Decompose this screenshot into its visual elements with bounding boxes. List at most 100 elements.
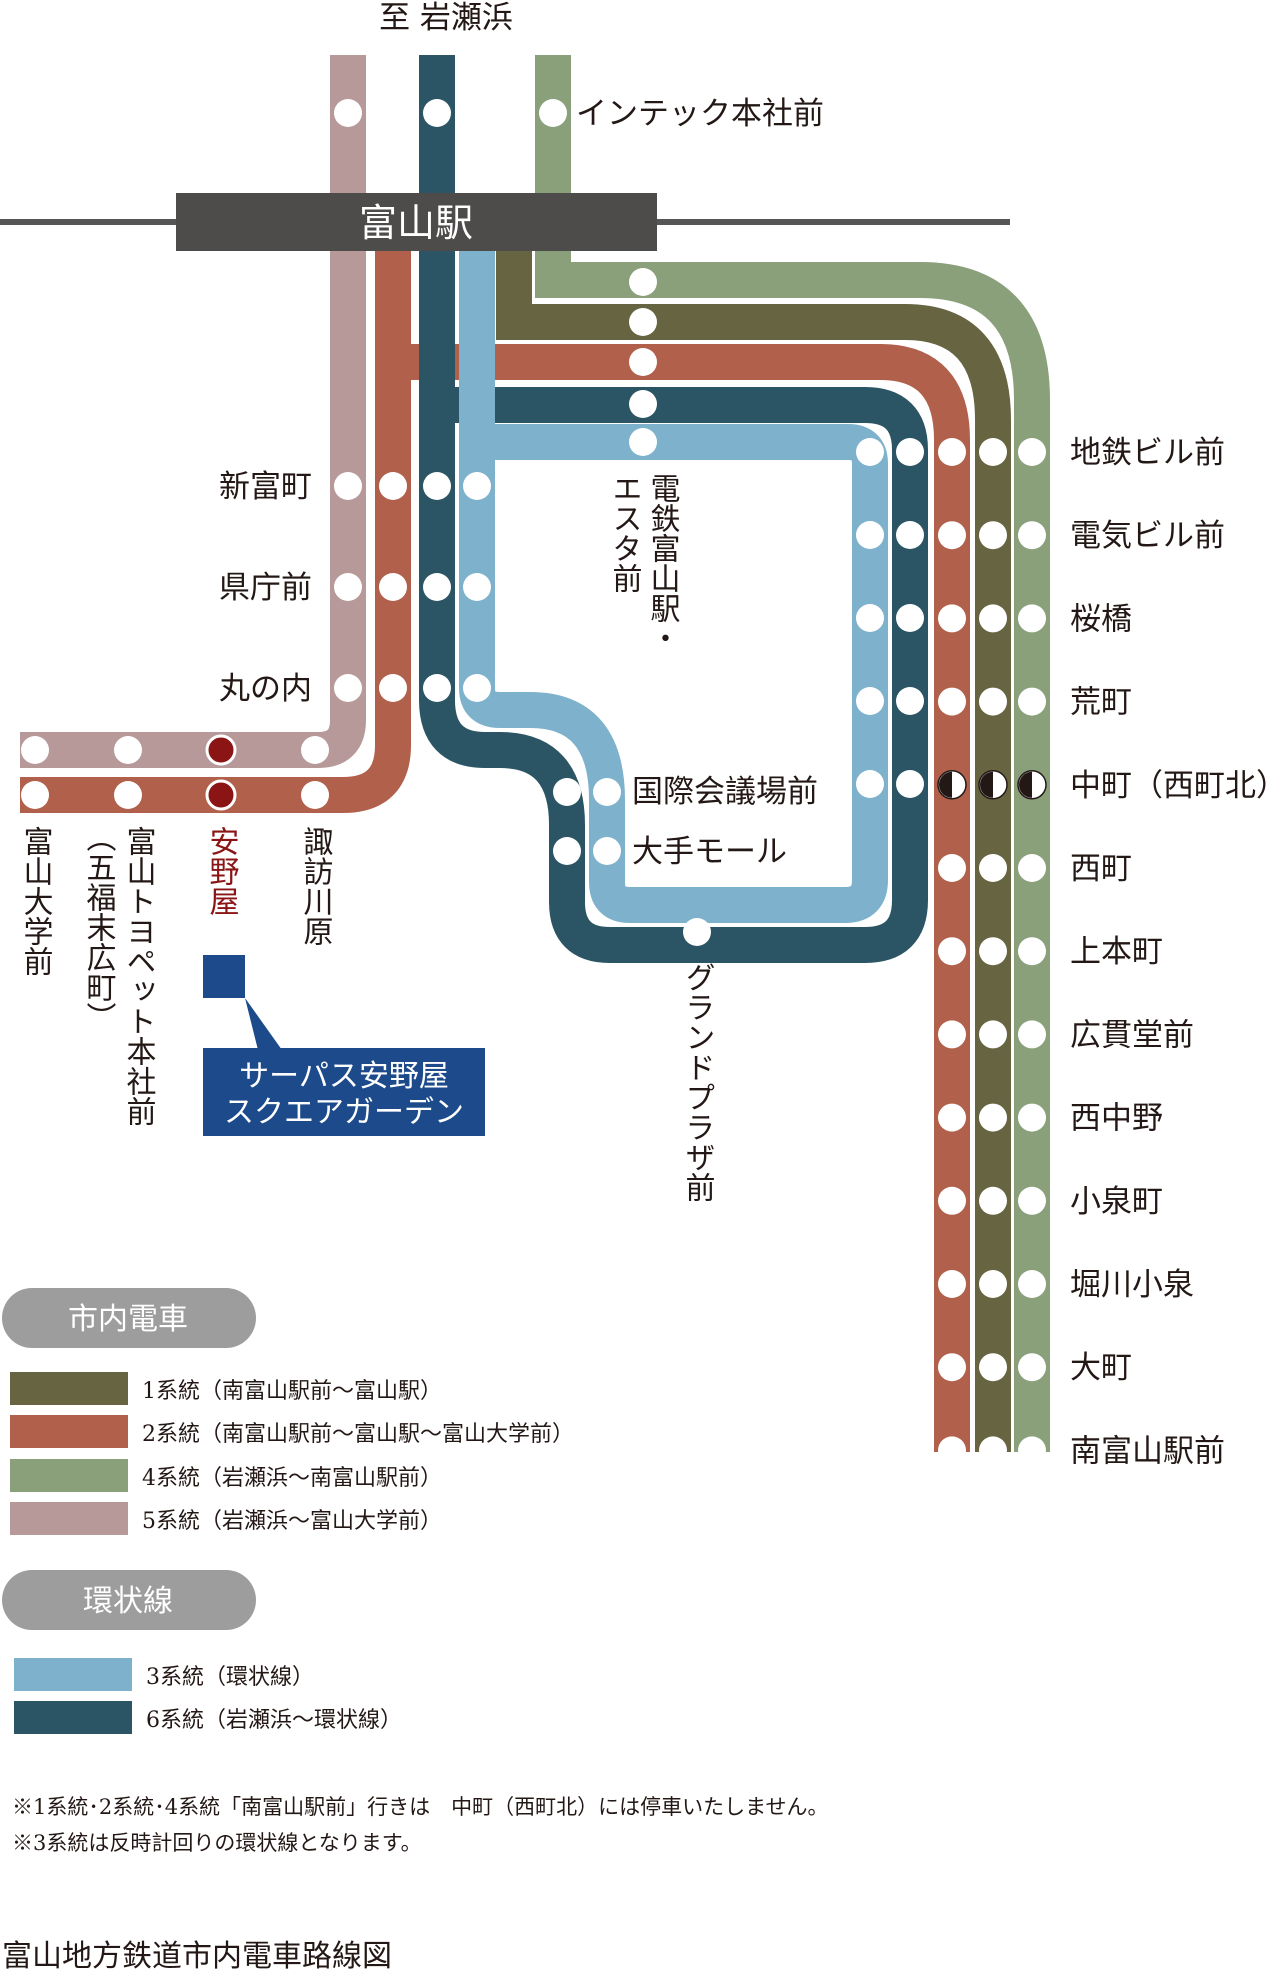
station-label-gofuku: （五福末広町） (81, 822, 117, 1032)
station-dot (896, 438, 924, 466)
station-dot (1018, 1353, 1046, 1382)
anoya-dot-5 (205, 734, 237, 766)
station-dot (21, 781, 49, 809)
station-dot (979, 604, 1007, 633)
station-dot (539, 99, 567, 127)
legend-item-4: 4系統（岩瀬浜〜南富山駅前） (142, 1466, 442, 1491)
legend-item-5: 5系統（岩瀬浜〜富山大学前） (142, 1509, 442, 1534)
station-dot (938, 521, 966, 550)
station-dot (979, 854, 1007, 882)
station-dot-partial-half (1019, 771, 1032, 798)
station-dot (1018, 1270, 1046, 1298)
station-dot (1018, 687, 1046, 716)
station-dot (114, 736, 142, 764)
trunk-station-label: 西中野 (1070, 1101, 1163, 1137)
station-dots (21, 99, 924, 946)
station-dot (334, 674, 362, 702)
station-dot (938, 854, 966, 882)
map-caption: 富山地方鉄道市内電車路線図 (2, 1939, 392, 1974)
property-marker (203, 955, 245, 998)
station-dot (629, 390, 657, 418)
station-dot (629, 428, 657, 456)
trunk-station-label: 地鉄ビル前 (1070, 435, 1225, 471)
station-dot (379, 573, 407, 601)
station-dot (979, 687, 1007, 716)
station-dot (1018, 1186, 1046, 1215)
station-dot (379, 674, 407, 702)
trunk-station-label: 小泉町 (1070, 1184, 1163, 1220)
note-1: ※1系統･2系統･4系統「南富山駅前」行きは 中町（西町北）には停車いたしません… (12, 1795, 828, 1819)
station-dot (463, 674, 491, 702)
station-dot (896, 604, 924, 632)
station-label-kokusai: 国際会議場前 (632, 774, 818, 810)
legend-item-3: 3系統（環状線） (146, 1665, 314, 1690)
trunk-station-label: 堀川小泉 (1070, 1267, 1194, 1303)
route-line-2 (20, 245, 970, 1452)
station-label-otemall: 大手モール (632, 834, 787, 870)
station-dot (938, 1020, 966, 1049)
station-dot-partial-half (939, 771, 952, 798)
station-label-toyopet: 富山トヨペット本社前 (121, 826, 157, 1126)
station-dot (979, 1186, 1007, 1215)
callout-pointer (245, 998, 282, 1050)
station-dot-partial-half (980, 771, 993, 798)
station-dot (463, 472, 491, 500)
trunk-station-label: 大町 (1070, 1350, 1132, 1386)
station-label-intec: インテック本社前 (576, 96, 824, 132)
station-dot (1018, 1103, 1046, 1132)
station-dot (979, 1103, 1007, 1132)
station-dot (629, 348, 657, 376)
station-dot (334, 472, 362, 500)
station-dot (593, 837, 621, 865)
station-dot (856, 521, 884, 549)
trunk-station-label: 電気ビル前 (1070, 518, 1225, 554)
station-dot (896, 521, 924, 549)
direction-label: 至 岩瀬浜 (379, 0, 513, 36)
station-label-suwagawara: 諏訪川原 (298, 826, 334, 946)
route-line-6 (419, 55, 928, 963)
station-dot (979, 521, 1007, 550)
station-dot (423, 472, 451, 500)
trunk-station-dots (937, 438, 1047, 1465)
station-dot (683, 918, 711, 946)
station-dot (629, 268, 657, 296)
station-label-toyama-univ: 富山大学前 (18, 826, 53, 976)
station-dot (114, 781, 142, 809)
station-dot (938, 604, 966, 633)
station-dot (334, 99, 362, 127)
legend-pill-loop-line (2, 1570, 256, 1630)
station-label-esta: エスタ前 (607, 473, 642, 593)
station-dot (938, 1436, 966, 1465)
trunk-station-label: 荒町 (1070, 685, 1132, 721)
station-dot (979, 937, 1007, 966)
route-line-4 (535, 55, 1050, 1452)
station-dot (856, 687, 884, 715)
station-dot (301, 736, 329, 764)
legend-swatch-4 (10, 1459, 128, 1492)
legend-item-1: 1系統（南富山駅前〜富山駅） (142, 1379, 442, 1404)
station-dot (938, 1353, 966, 1382)
note-2: ※3系統は反時計回りの環状線となります。 (12, 1831, 422, 1855)
station-dot (1018, 937, 1046, 966)
trunk-station-label: 上本町 (1070, 934, 1163, 970)
legend-item-2: 2系統（南富山駅前〜富山駅〜富山大学前） (142, 1422, 574, 1447)
station-dot (423, 99, 451, 127)
station-dot (379, 472, 407, 500)
station-label-anoya: 安野屋 (204, 826, 239, 916)
station-dot (856, 438, 884, 466)
station-label-kenchomae: 県庁前 (219, 570, 312, 606)
trunk-station-label: 中町（西町北） (1070, 768, 1281, 804)
station-dot (553, 837, 581, 865)
station-label-dentetsu: 電鉄富山駅・ (645, 473, 681, 653)
station-dot (301, 781, 329, 809)
legend-swatch-5 (10, 1502, 128, 1535)
legend-heading-loop-line: 環状線 (83, 1584, 173, 1619)
trunk-station-label: 桜橋 (1070, 601, 1132, 637)
station-dot (553, 778, 581, 806)
anoya-dot-2 (205, 779, 237, 811)
callout-line-2: スクエアガーデン (224, 1095, 464, 1130)
legend-swatch-3 (14, 1658, 132, 1691)
route-line-5 (20, 55, 366, 768)
station-dot (629, 308, 657, 336)
trunk-station-labels: 地鉄ビル前電気ビル前桜橋荒町中町（西町北）西町上本町広貫堂前西中野小泉町堀川小泉… (1070, 435, 1281, 1469)
